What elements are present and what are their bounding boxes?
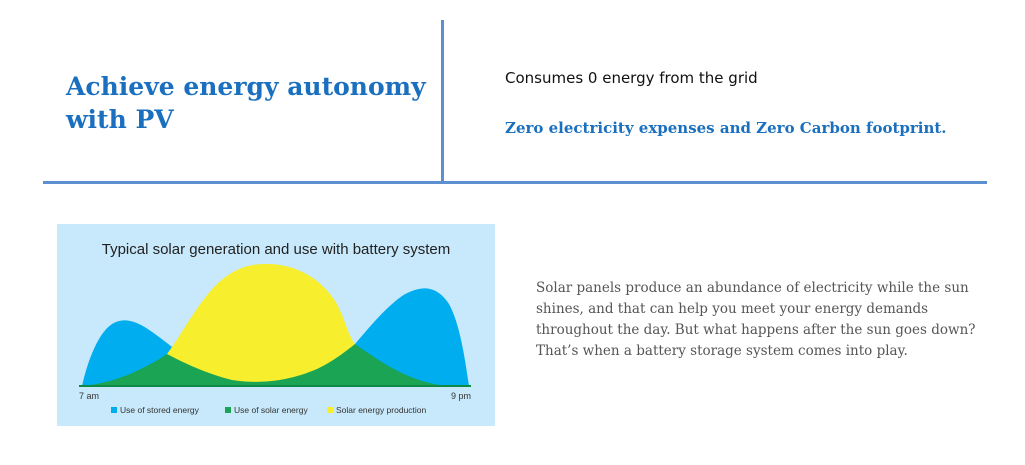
chart-title: Typical solar generation and use with ba…	[102, 241, 451, 258]
page-title: Achieve energy autonomy with PV	[66, 72, 426, 134]
solar-production-area	[167, 264, 357, 386]
legend-label-solar-use: Use of solar energy	[234, 405, 308, 415]
legend-label-production: Solar energy production	[336, 405, 427, 415]
solar-chart: Typical solar generation and use with ba…	[57, 224, 495, 426]
legend-swatch-production	[327, 407, 333, 413]
vertical-divider	[441, 20, 444, 183]
legend-swatch-stored	[111, 407, 117, 413]
solar-chart-svg: Typical solar generation and use with ba…	[79, 241, 471, 415]
horizontal-divider	[43, 181, 987, 184]
x-label-start: 7 am	[79, 391, 99, 401]
legend-swatch-solar-use	[225, 407, 231, 413]
grid-consumption-text: Consumes 0 energy from the grid	[505, 69, 758, 87]
solar-use-area	[82, 344, 447, 386]
x-label-end: 9 pm	[451, 391, 471, 401]
body-paragraph: Solar panels produce an abundance of ele…	[536, 280, 976, 359]
zero-expenses-highlight: Zero electricity expenses and Zero Carbo…	[505, 119, 947, 137]
legend-label-stored: Use of stored energy	[120, 405, 200, 415]
